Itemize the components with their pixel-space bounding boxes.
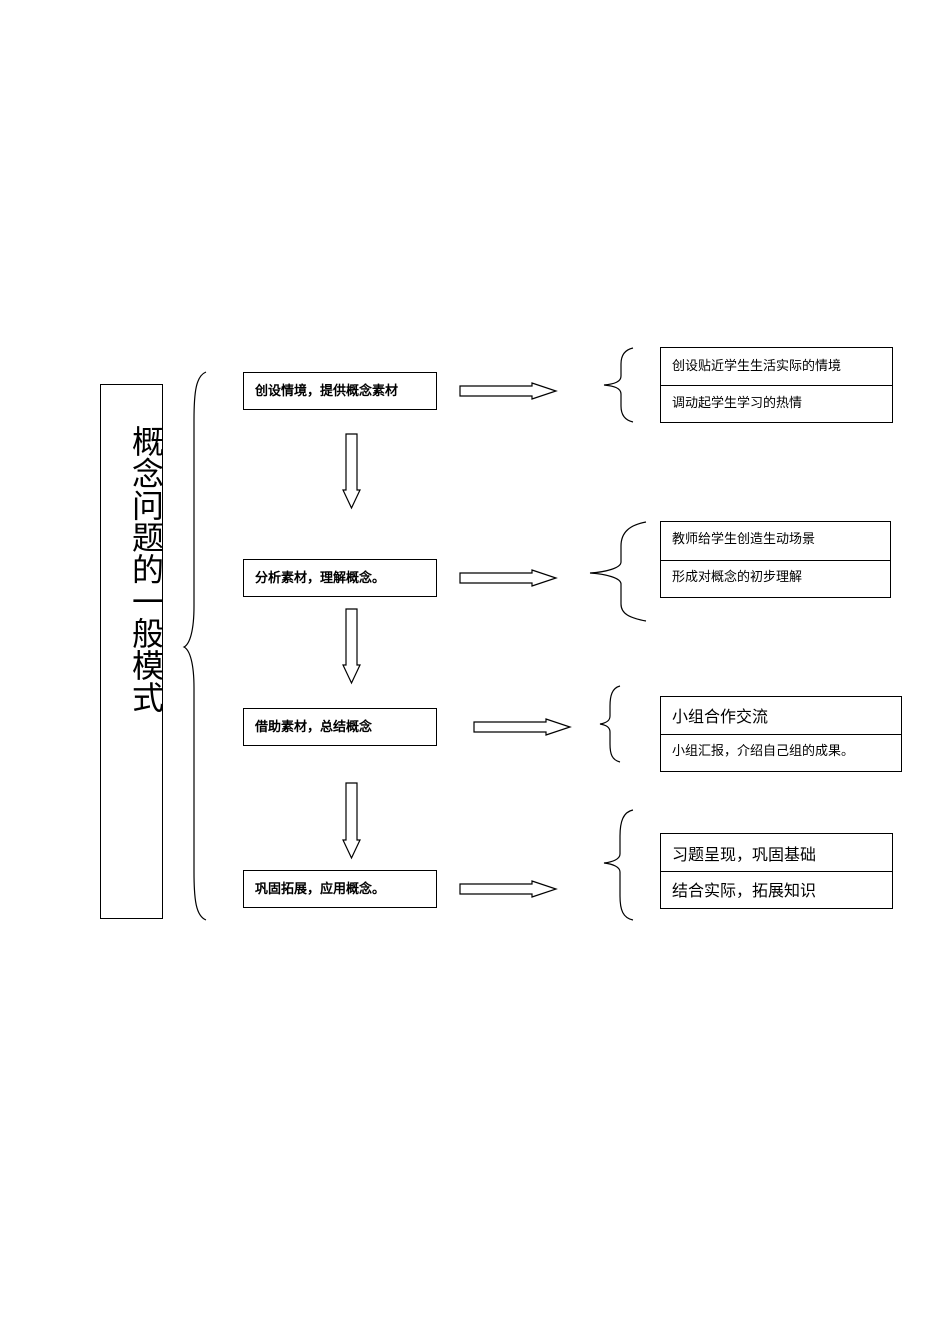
detail-4-line-2: 结合实际，拓展知识: [672, 881, 817, 900]
detail-box-4: 习题呈现，巩固基础 结合实际，拓展知识: [660, 833, 893, 909]
detail-brace-1: [603, 347, 634, 423]
detail-brace-3: [599, 685, 621, 763]
step-label-2: 分析素材，理解概念。: [255, 571, 386, 586]
main-brace: [182, 371, 207, 921]
detail-2-line-1: 教师给学生创造生动场景: [661, 522, 890, 561]
detail-4-line-1: 习题呈现，巩固基础: [661, 834, 892, 872]
detail-brace-4: [603, 809, 634, 921]
step-box-2: 分析素材，理解概念。: [243, 559, 437, 597]
detail-box-1: 创设贴近学生生活实际的情境 调动起学生学习的热情: [660, 347, 893, 423]
down-arrow-1: [342, 433, 361, 510]
step-label-4: 巩固拓展，应用概念。: [255, 882, 386, 897]
down-arrow-2: [342, 608, 361, 685]
detail-3-line-2: 小组汇报，介绍自己组的成果。: [672, 744, 855, 759]
step-box-3: 借助素材，总结概念: [243, 708, 437, 746]
step-label-3: 借助素材，总结概念: [255, 720, 373, 735]
diagram-title: 概念问题的一般模式: [127, 425, 165, 713]
detail-1-line-2: 调动起学生学习的热情: [672, 396, 803, 411]
step-box-1: 创设情境，提供概念素材: [243, 372, 437, 410]
step-box-4: 巩固拓展，应用概念。: [243, 870, 437, 908]
detail-3-line-1: 小组合作交流: [661, 697, 901, 735]
right-arrow-2: [459, 569, 558, 587]
detail-1-line-1: 创设贴近学生生活实际的情境: [661, 348, 892, 386]
right-arrow-3: [473, 718, 572, 736]
right-arrow-1: [459, 382, 558, 400]
detail-brace-2: [589, 521, 647, 622]
step-label-1: 创设情境，提供概念素材: [255, 384, 399, 399]
detail-box-2: 教师给学生创造生动场景 形成对概念的初步理解: [660, 521, 891, 598]
down-arrow-3: [342, 782, 361, 860]
title-box: 概念问题的一般模式: [100, 384, 165, 919]
detail-box-3: 小组合作交流 小组汇报，介绍自己组的成果。: [660, 696, 902, 772]
right-arrow-4: [459, 880, 558, 898]
detail-2-line-2: 形成对概念的初步理解: [672, 570, 803, 585]
